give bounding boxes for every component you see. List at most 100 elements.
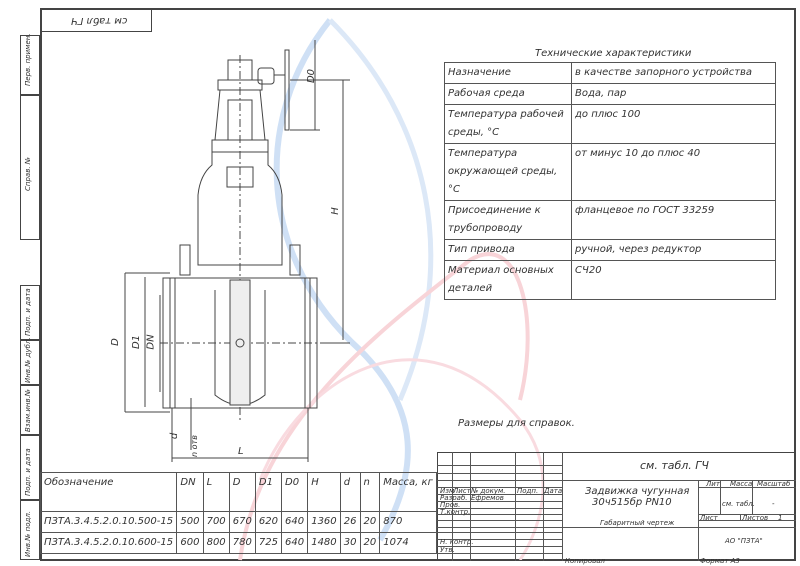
grid-line (437, 532, 562, 533)
dim-D0: D0 (306, 68, 318, 84)
spec-header: n (359, 472, 381, 512)
tech-value: Вода, пар (571, 83, 776, 105)
valve-body (169, 277, 311, 409)
grid-line (437, 487, 562, 488)
grid-line (437, 501, 562, 502)
bonnet (197, 152, 283, 266)
spec-cell: 30 (339, 532, 361, 554)
spec-cell: 20 (359, 532, 381, 554)
tech-value: фланцевое по ГОСТ 33259 (571, 200, 776, 240)
col-label: Лист (453, 487, 471, 495)
tech-param: Рабочая среда (444, 83, 572, 105)
sheets-label: Листов (742, 514, 769, 522)
stamp-top: см табл ГЧ (40, 8, 152, 32)
spec-cell: 600 (176, 532, 204, 554)
margin-cell: Перв. примен. (20, 33, 40, 95)
spec-cell: 700 (202, 511, 230, 533)
grid-line (437, 546, 562, 547)
spec-header: D0 (281, 472, 309, 512)
spec-cell: 725 (254, 532, 283, 554)
margin-cell: Инв.№ подл. (20, 500, 40, 560)
col-label: № докум. (471, 487, 506, 495)
spec-header: D (228, 472, 256, 512)
spec-cell: 620 (254, 511, 283, 533)
spec-cell: 26 (339, 511, 361, 533)
grid-line (437, 508, 562, 509)
format-label: Формат А3 (700, 557, 740, 565)
spec-header: Масса, кг (379, 472, 437, 512)
spec-header: L (202, 472, 230, 512)
tech-title: Технические характеристики (535, 48, 692, 59)
tech-value: до плюс 100 (571, 104, 776, 144)
margin-cell: Подп. и дата (20, 435, 40, 500)
margin-cell: Инв.№ дубл. (20, 337, 40, 385)
spec-cell: 870 (379, 511, 437, 533)
designation: см. табл. ГЧ (640, 459, 709, 472)
spec-cell: ПЗТА.3.4.5.2.0.10.500-15 (39, 511, 178, 533)
tech-param: Температура рабочей среды, °С (444, 104, 572, 144)
spec-cell: 20 (359, 511, 381, 533)
spec-cell: 670 (228, 511, 256, 533)
role-label: Н. контр. (440, 538, 474, 546)
company: АО "ПЗТА" (725, 537, 763, 545)
dim-d: d (169, 432, 181, 440)
sheets-value: 1 (778, 514, 783, 522)
scale-label: Масштаб (757, 480, 791, 488)
mass-value: см. табл. (722, 500, 755, 508)
tech-param: Температура окружающей среды, °С (444, 143, 572, 201)
dim-n: n отв (189, 435, 199, 457)
margin-cell: Взам.инв.№ (20, 385, 40, 435)
spec-header: d (339, 472, 361, 512)
tech-value: ручной, через редуктор (571, 239, 776, 261)
grid-line (452, 452, 453, 561)
developer-name: Ефремов (471, 494, 504, 502)
mass-label: Масса (730, 480, 753, 488)
spec-cell: 1360 (307, 511, 341, 533)
grid-line (437, 527, 562, 528)
dim-D: D (109, 338, 121, 346)
grid-line (437, 514, 562, 515)
spec-cell: ПЗТА.3.4.5.2.0.10.600-15 (39, 532, 178, 554)
grid-line (437, 465, 562, 466)
spec-cell: 1480 (307, 532, 341, 554)
dim-L: L (238, 446, 244, 457)
product-code: 30ч515бр PN10 (592, 497, 672, 508)
doc-type: Габаритный чертеж (600, 519, 675, 527)
col-label: Изм (440, 487, 455, 495)
spec-cell: 640 (281, 532, 309, 554)
dim-D1: D1 (131, 334, 143, 350)
spec-cell: 1074 (379, 532, 437, 554)
copied-label: Копировал (565, 557, 605, 565)
tech-value: СЧ20 (571, 260, 776, 300)
sheet-label: Лист (700, 514, 718, 522)
tech-param: Назначение (444, 62, 572, 84)
margin-cell: Справ. № (20, 95, 40, 240)
col-label: Подп. (517, 487, 539, 495)
role-label: Т.контр. (440, 508, 471, 516)
grid-line (437, 480, 562, 481)
spec-cell: 640 (281, 511, 309, 533)
spec-header: DN (176, 472, 204, 512)
margin-cell: Подп. и дата (20, 285, 40, 340)
scale-value: - (772, 500, 775, 508)
tech-param: Присоединение к трубопроводу (444, 200, 572, 240)
tech-value: от минус 10 до плюс 40 (571, 143, 776, 201)
tech-value: в качестве запорного устройства (571, 62, 776, 84)
frame (40, 8, 796, 561)
grid-line (437, 494, 562, 495)
grid-line (437, 539, 562, 540)
note: Размеры для справок. (458, 418, 575, 429)
spec-cell: 780 (228, 532, 256, 554)
col-label: Дата (544, 487, 563, 495)
tech-param: Материал основных деталей (444, 260, 572, 300)
role-label: Пров. (440, 501, 461, 509)
handwheel (284, 49, 290, 131)
